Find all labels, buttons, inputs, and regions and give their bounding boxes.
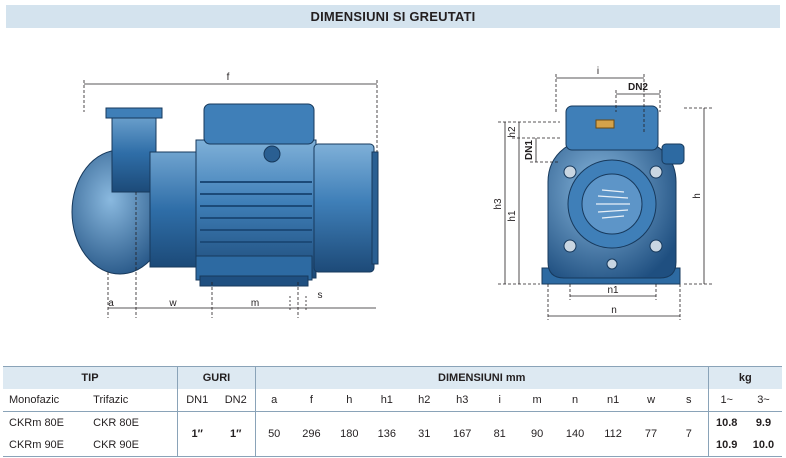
label-s: s [318, 290, 323, 301]
cell-kg-1: 10.8 [707, 411, 745, 434]
col-m: m [518, 389, 557, 412]
front-view-pump [541, 105, 685, 285]
table-group-header: TIP GURI DIMENSIUNI mm kg [3, 366, 782, 389]
cell-kg-3: 10.0 [744, 434, 782, 457]
cell-f: 296 [292, 411, 331, 457]
cell-h2: 31 [405, 411, 444, 457]
label-a: a [108, 298, 114, 309]
front-view-dimensions [498, 74, 712, 320]
cell-tri: CKR 80E [93, 417, 140, 429]
cell-m: 90 [518, 411, 557, 457]
header-dimensions: DIMENSIUNI mm [254, 366, 708, 389]
section-title: DIMENSIUNI SI GREUTATI [310, 9, 476, 24]
col-a: a [254, 389, 293, 412]
cell-tri: CKR 90E [87, 434, 178, 457]
col-dn1: DN1 [176, 389, 217, 412]
pump-dimension-drawing: f a w m s [71, 66, 712, 320]
col-monofazic: Monofazic [3, 389, 88, 412]
cell-kg-3: 9.9 [755, 417, 772, 429]
label-f: f [227, 72, 230, 83]
col-h1: h1 [368, 389, 406, 412]
col-dn2: DN2 [216, 389, 256, 412]
dimensions-weights-table: TIP GURI DIMENSIUNI mm kg Monofazic Trif… [3, 366, 782, 457]
cell-mono: CKRm 90E [3, 434, 88, 457]
header-tip: TIP [3, 366, 178, 389]
col-i: i [481, 389, 519, 412]
label-m: m [251, 298, 259, 309]
cell-n: 140 [556, 411, 595, 457]
cell-s: 7 [670, 411, 708, 457]
cell-a: 50 [254, 411, 293, 457]
col-trifazic: Trifazic [87, 389, 178, 412]
cell-w: 77 [632, 411, 671, 457]
table-row: CKRm 80E CKR 80E 1″ 1″ 50 296 180 136 31… [3, 411, 782, 457]
col-w: w [632, 389, 671, 412]
label-h3: h3 [493, 198, 504, 210]
cell-dn1: 1″ [176, 411, 217, 457]
table-column-header: Monofazic Trifazic DN1 DN2 a f h h1 h2 h… [3, 389, 782, 412]
label-dn2: DN2 [628, 82, 648, 93]
col-h3: h3 [443, 389, 482, 412]
col-kg-1: 1~ [707, 389, 745, 412]
side-view-pump [71, 103, 379, 287]
cell-kg-1: 10.9 [707, 434, 745, 457]
label-h: h [692, 193, 703, 199]
col-kg-3: 3~ [744, 389, 782, 412]
cell-n1: 112 [594, 411, 633, 457]
col-h2: h2 [405, 389, 444, 412]
cell-mono: CKRm 80E [9, 417, 65, 429]
cell-h1: 136 [368, 411, 406, 457]
table-row: CKRm 90E CKR 90E 10.9 10.0 [3, 434, 782, 457]
label-h1: h1 [507, 210, 518, 222]
section-title-banner: DIMENSIUNI SI GREUTATI [6, 5, 780, 28]
label-w: w [168, 298, 177, 309]
col-f: f [292, 389, 331, 412]
cell-h: 180 [330, 411, 369, 457]
label-h2: h2 [507, 126, 518, 138]
col-n: n [556, 389, 595, 412]
cell-i: 81 [481, 411, 519, 457]
header-guri: GURI [176, 366, 256, 389]
label-n1: n1 [607, 285, 619, 296]
label-dn1: DN1 [524, 140, 535, 160]
cell-h3: 167 [443, 411, 482, 457]
side-view-dimensions [83, 80, 378, 318]
col-h: h [330, 389, 369, 412]
label-n: n [611, 305, 617, 316]
label-i: i [597, 66, 599, 77]
cell-dn2: 1″ [216, 411, 256, 457]
col-s: s [670, 389, 708, 412]
col-n1: n1 [594, 389, 633, 412]
header-kg: kg [707, 366, 782, 389]
